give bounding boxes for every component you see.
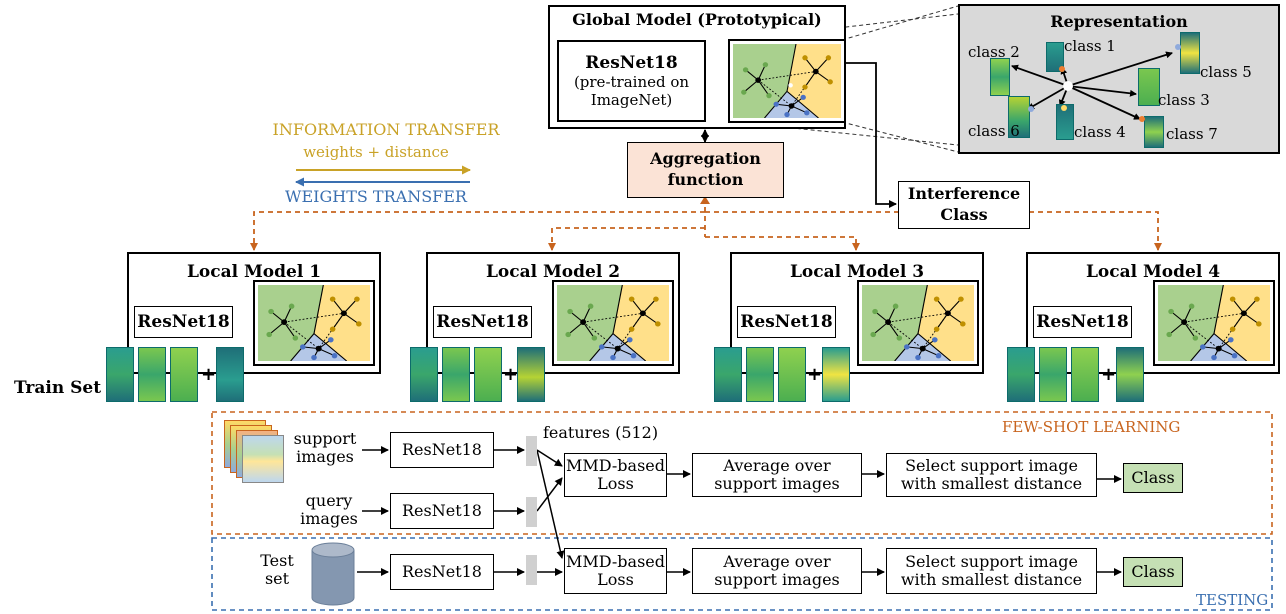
train-spec-4-c	[1071, 347, 1099, 402]
global-backbone-title: ResNet18	[585, 53, 678, 73]
train-spec-1-a	[106, 347, 134, 402]
train-spec-3-c	[778, 347, 806, 402]
local-model-1-prototype-space	[253, 280, 375, 366]
rep-class-2: class 2	[968, 43, 1020, 61]
train-spec-4-b	[1039, 347, 1067, 402]
fewshot-query-backbone: ResNet18	[390, 493, 494, 529]
rep-class-5: class 5	[1200, 63, 1252, 81]
train-plus-1: +	[201, 364, 217, 385]
train-spec-3-b	[746, 347, 774, 402]
local-model-1-title: Local Model 1	[186, 262, 322, 282]
query-images-label: query images	[300, 491, 358, 529]
support-feature-vector	[526, 436, 537, 466]
train-spec-1-c	[170, 347, 198, 402]
rep-dot-1	[1059, 66, 1065, 72]
rep-class-3: class 3	[1158, 91, 1210, 109]
train-spec-4-d	[1116, 347, 1144, 402]
test-set-label: Test set	[260, 551, 294, 589]
test-feature-vector	[526, 555, 537, 585]
rep-spectrogram-2	[990, 58, 1010, 96]
train-spec-3-d	[822, 347, 850, 402]
query-feature-vector	[526, 497, 537, 527]
local-model-4-prototype-space	[1153, 280, 1275, 366]
train-spec-2-b	[442, 347, 470, 402]
fewshot-select: Select support image with smallest dista…	[886, 453, 1097, 497]
support-images-stack	[224, 420, 284, 483]
rep-class-6: class 6	[968, 122, 1020, 140]
train-plus-2: +	[503, 364, 519, 385]
interference-class: Interference Class	[898, 181, 1030, 229]
support-images-label: support images	[293, 429, 357, 467]
representation-arrows	[1011, 51, 1173, 120]
local-model-2-title: Local Model 2	[485, 262, 621, 282]
few-shot-section-label: FEW-SHOT LEARNING	[1002, 418, 1181, 436]
rep-spectrogram-1	[1046, 42, 1064, 72]
train-set-label: Train Set	[14, 378, 102, 398]
legend-info-transfer: INFORMATION TRANSFER	[272, 120, 500, 139]
local-model-2-prototype-space	[552, 280, 674, 366]
train-plus-3: +	[807, 364, 823, 385]
global-prototype-space	[728, 39, 846, 123]
train-spec-4-a	[1007, 347, 1035, 402]
testing-class: Class	[1123, 557, 1183, 587]
database-icon	[311, 542, 355, 606]
train-spec-2-a	[410, 347, 438, 402]
fewshot-support-backbone: ResNet18	[390, 432, 494, 468]
representation-title: Representation	[1050, 12, 1188, 31]
fewshot-class: Class	[1123, 463, 1183, 493]
train-spec-1-b	[138, 347, 166, 402]
global-backbone-note: (pre-trained on ImageNet)	[573, 73, 690, 109]
rep-class-1: class 1	[1064, 37, 1116, 55]
testing-section-label: TESTING	[1196, 591, 1269, 609]
representation-panel: Representation class 1 class 2 class 3 c…	[958, 4, 1280, 154]
local-model-3-prototype-space	[857, 280, 979, 366]
aggregation-function: Aggregation function	[627, 142, 784, 198]
train-spec-2-c	[474, 347, 502, 402]
local-model-3-title: Local Model 3	[789, 262, 925, 282]
local-model-2-backbone: ResNet18	[433, 306, 532, 338]
testing-mmd-loss: MMD-based Loss	[564, 548, 667, 594]
local-model-1-backbone: ResNet18	[134, 306, 233, 338]
testing-average: Average over support images	[692, 548, 862, 594]
fewshot-mmd-loss: MMD-based Loss	[564, 453, 667, 497]
rep-dot-6	[1028, 106, 1034, 112]
rep-class-4: class 4	[1074, 123, 1126, 141]
train-plus-4: +	[1101, 364, 1117, 385]
rep-dot-4	[1061, 105, 1067, 111]
features-label: features (512)	[543, 423, 659, 442]
legend-weights-transfer: WEIGHTS TRANSFER	[285, 187, 467, 206]
rep-dot-5	[1175, 44, 1181, 50]
rep-spectrogram-7	[1144, 116, 1164, 148]
local-model-3-backbone: ResNet18	[737, 306, 836, 338]
train-spec-1-d	[216, 347, 244, 402]
local-model-4-backbone: ResNet18	[1033, 306, 1132, 338]
train-spec-3-a	[714, 347, 742, 402]
rep-spectrogram-3	[1138, 68, 1160, 106]
rep-spectrogram-5	[1180, 32, 1200, 74]
train-spec-2-d	[517, 347, 545, 402]
rep-spectrogram-6	[1008, 96, 1030, 138]
global-model-title: Global Model (Prototypical)	[572, 10, 822, 29]
global-backbone: ResNet18 (pre-trained on ImageNet)	[557, 40, 706, 122]
rep-spectrogram-4	[1056, 104, 1074, 140]
rep-class-7: class 7	[1166, 125, 1218, 143]
local-model-4-title: Local Model 4	[1085, 262, 1221, 282]
testing-select: Select support image with smallest dista…	[886, 548, 1097, 594]
rep-dot-7	[1139, 116, 1145, 122]
fewshot-average: Average over support images	[692, 453, 862, 497]
legend-info-transfer-sub: weights + distance	[303, 143, 449, 161]
testing-backbone: ResNet18	[390, 554, 494, 590]
